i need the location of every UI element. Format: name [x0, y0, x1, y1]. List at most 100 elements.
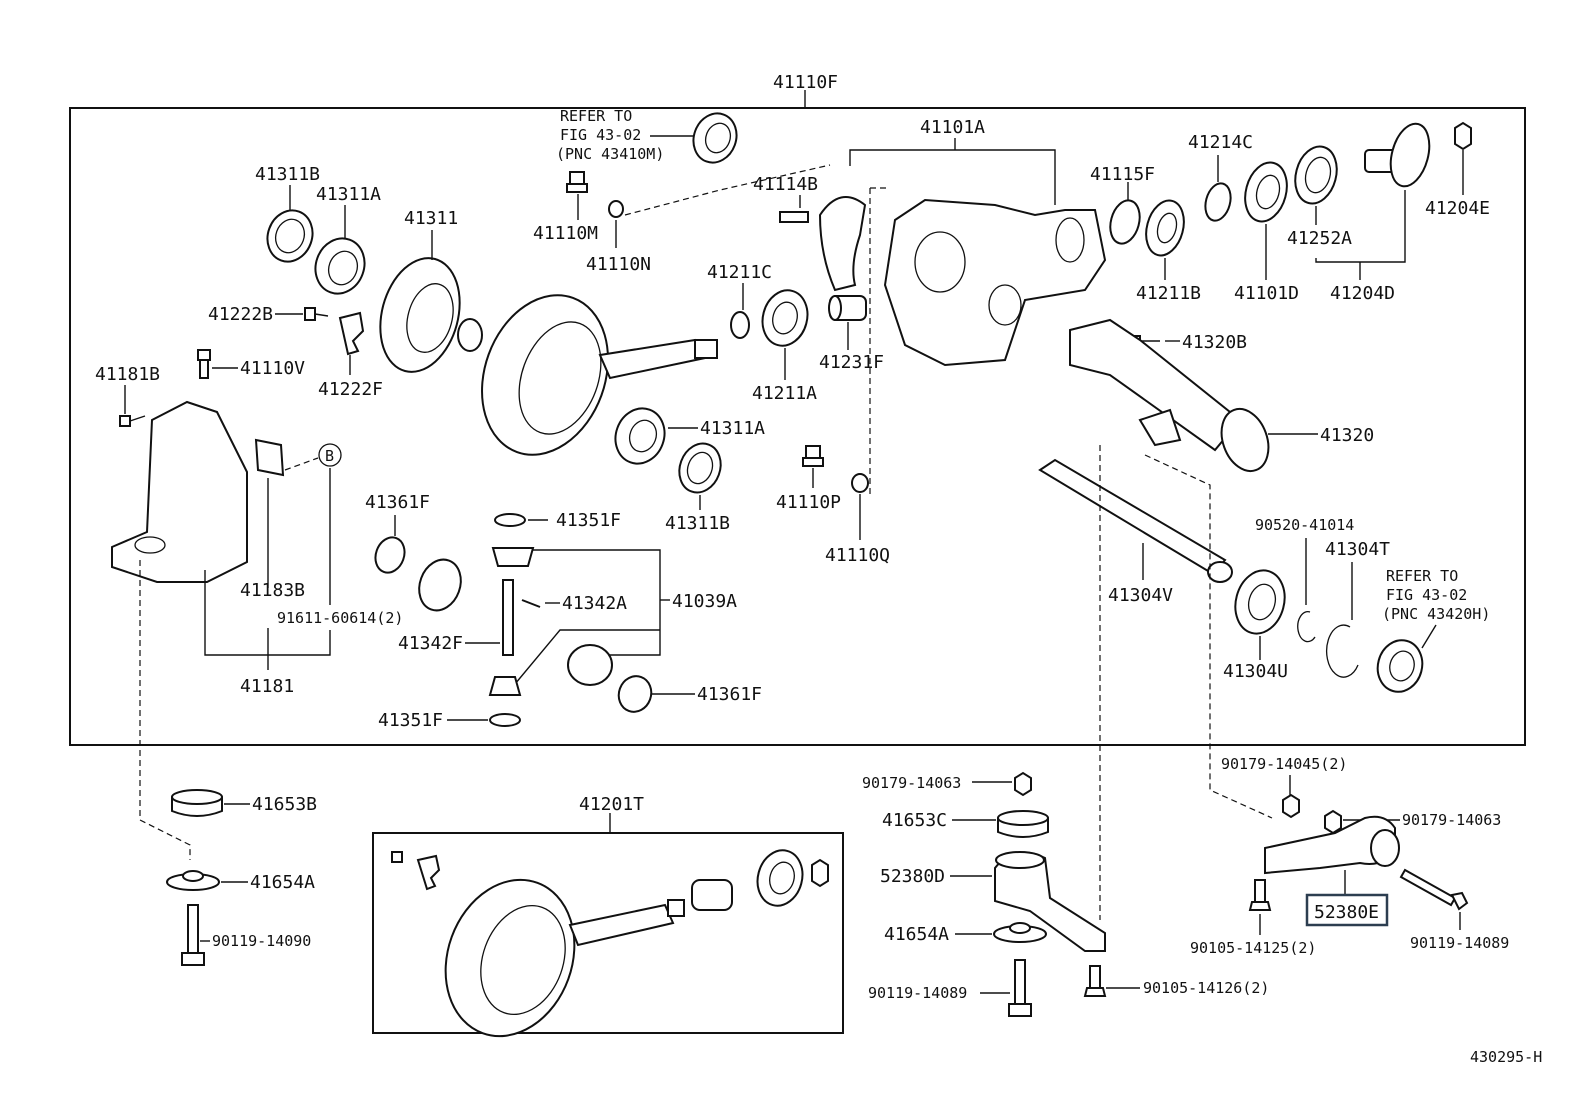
- label-41342f[interactable]: 41342F: [398, 633, 463, 654]
- label-41211a[interactable]: 41211A: [752, 383, 817, 404]
- label-41110n[interactable]: 41110N: [586, 254, 651, 275]
- label-90119-14089-mid[interactable]: 90119-14089: [868, 984, 967, 1002]
- gasket-41183b-drawing: [254, 438, 285, 477]
- refer-note-right-line3: (PNC 43420H): [1382, 605, 1490, 623]
- label-41222f[interactable]: 41222F: [318, 379, 383, 400]
- label-90105-14126[interactable]: 90105-14126(2): [1143, 979, 1269, 997]
- label-90119-14089-right[interactable]: 90119-14089: [1410, 934, 1509, 952]
- side-gear-drawing: [418, 558, 462, 612]
- label-41361f-top[interactable]: 41361F: [365, 492, 430, 513]
- label-90520-41014[interactable]: 90520-41014: [1255, 516, 1354, 534]
- label-41653b[interactable]: 41653B: [252, 794, 317, 815]
- label-41304v[interactable]: 41304V: [1108, 585, 1173, 606]
- label-41361f-bottom[interactable]: 41361F: [697, 684, 762, 705]
- pinion-shaft-41342f-drawing: [502, 579, 514, 656]
- label-41311a-mid[interactable]: 41311A: [700, 418, 765, 439]
- bolt-41181b-drawing: [119, 415, 146, 427]
- label-41654a-left[interactable]: 41654A: [250, 872, 315, 893]
- label-41039a[interactable]: 41039A: [672, 591, 737, 612]
- kit-label[interactable]: 41201T: [579, 794, 644, 815]
- label-41320[interactable]: 41320: [1320, 425, 1374, 446]
- label-91611[interactable]: 91611-60614(2): [277, 609, 403, 627]
- label-41311b-mid[interactable]: 41311B: [665, 513, 730, 534]
- label-41114b[interactable]: 41114B: [753, 174, 818, 195]
- circle-marker-b: [318, 443, 342, 467]
- kit-contents-drawing: [391, 849, 829, 1038]
- assembly-frame: [69, 107, 1526, 746]
- label-41304u[interactable]: 41304U: [1223, 661, 1288, 682]
- diff-case-41311-drawing: [379, 257, 483, 373]
- label-52380d[interactable]: 52380D: [880, 866, 945, 887]
- axle-tube-41320-drawing: [1069, 318, 1270, 472]
- pin-41342a-drawing: [521, 599, 541, 608]
- highlight-box-52380e: [1305, 893, 1389, 927]
- label-41110p[interactable]: 41110P: [776, 492, 841, 513]
- carrier-cover-41181-drawing: [111, 400, 248, 583]
- spacer-41214c-drawing: [1204, 182, 1232, 222]
- label-41183b[interactable]: 41183B: [240, 580, 305, 601]
- seal-41311b-top-drawing: [266, 209, 314, 263]
- label-41231f[interactable]: 41231F: [819, 352, 884, 373]
- carrier-housing-41101a-drawing: [883, 198, 1107, 367]
- label-52380e-highlighted[interactable]: 52380E: [1314, 902, 1379, 923]
- label-41342a[interactable]: 41342A: [562, 593, 627, 614]
- label-90105-14125[interactable]: 90105-14125(2): [1190, 939, 1316, 957]
- pinion-gear-bottom-drawing: [488, 676, 522, 696]
- label-41214c[interactable]: 41214C: [1188, 132, 1253, 153]
- nut-90179-14045-drawing: [1282, 793, 1300, 819]
- label-41320b[interactable]: 41320B: [1182, 332, 1247, 353]
- nut-41204e-drawing: [1454, 121, 1472, 151]
- cushion-41653c-drawing: [997, 810, 1049, 838]
- label-41101a[interactable]: 41101A: [920, 117, 985, 138]
- gasket-41110n-drawing: [608, 200, 624, 218]
- mount-cushion-41654a-left-drawing: [166, 870, 220, 891]
- hole-snap-ring-41304t-drawing: [1325, 624, 1359, 678]
- bolt-41222b-drawing: [304, 307, 329, 321]
- pinion-gear-top-drawing: [491, 547, 535, 567]
- label-90179-14063-right[interactable]: 90179-14063: [1402, 811, 1501, 829]
- bearing-41211b-drawing: [1145, 199, 1185, 257]
- label-41311a-top[interactable]: 41311A: [316, 184, 381, 205]
- gasket-41115f-drawing: [1109, 199, 1141, 245]
- label-41181[interactable]: 41181: [240, 676, 294, 697]
- pinion-washer-41351f-top-drawing: [494, 513, 526, 527]
- label-41211b[interactable]: 41211B: [1136, 283, 1201, 304]
- label-90119-14090[interactable]: 90119-14090: [212, 932, 311, 950]
- label-90179-14063-mid[interactable]: 90179-14063: [862, 774, 961, 792]
- bolt-90119-14090-drawing: [181, 904, 205, 966]
- shaft-41304v-drawing: [1038, 458, 1233, 583]
- refer-note-right-line1: REFER TO: [1386, 567, 1458, 585]
- label-41181b[interactable]: 41181B: [95, 364, 160, 385]
- plug-41110m-drawing: [566, 171, 588, 193]
- label-41204e[interactable]: 41204E: [1425, 198, 1490, 219]
- label-41654a-mid[interactable]: 41654A: [884, 924, 949, 945]
- oil-seal-refer-right-drawing: [1376, 639, 1424, 693]
- label-41252a[interactable]: 41252A: [1287, 228, 1352, 249]
- refer-note-top-line3: (PNC 43410M): [556, 145, 664, 163]
- label-41110m[interactable]: 41110M: [533, 223, 598, 244]
- bearing-41101d-drawing: [1244, 161, 1288, 223]
- label-41101d[interactable]: 41101D: [1234, 283, 1299, 304]
- label-41311[interactable]: 41311: [404, 208, 458, 229]
- label-41351f-bottom[interactable]: 41351F: [378, 710, 443, 731]
- label-41222b[interactable]: 41222B: [208, 304, 273, 325]
- label-90179-14045[interactable]: 90179-14045(2): [1221, 755, 1347, 773]
- label-41211c[interactable]: 41211C: [707, 262, 772, 283]
- label-41653c[interactable]: 41653C: [882, 810, 947, 831]
- label-41110v[interactable]: 41110V: [240, 358, 305, 379]
- kit-frame: [372, 832, 844, 1034]
- label-41110q[interactable]: 41110Q: [825, 545, 890, 566]
- side-gear-bottom-drawing: [567, 644, 613, 686]
- spacer-41211c-drawing: [730, 311, 750, 339]
- ring-pinion-main-drawing: [481, 294, 718, 456]
- assembly-label[interactable]: 41110F: [773, 72, 838, 93]
- spacer-41231f-drawing: [828, 295, 867, 321]
- label-41115f[interactable]: 41115F: [1090, 164, 1155, 185]
- bolt-90105-14126-drawing: [1083, 965, 1107, 997]
- label-41351f-top[interactable]: 41351F: [556, 510, 621, 531]
- bolt-90119-14089-right-drawing: [1399, 868, 1469, 911]
- label-41204d[interactable]: 41204D: [1330, 283, 1395, 304]
- label-41311b-top[interactable]: 41311B: [255, 164, 320, 185]
- refer-note-top-line1: REFER TO: [560, 107, 632, 125]
- label-41304t[interactable]: 41304T: [1325, 539, 1390, 560]
